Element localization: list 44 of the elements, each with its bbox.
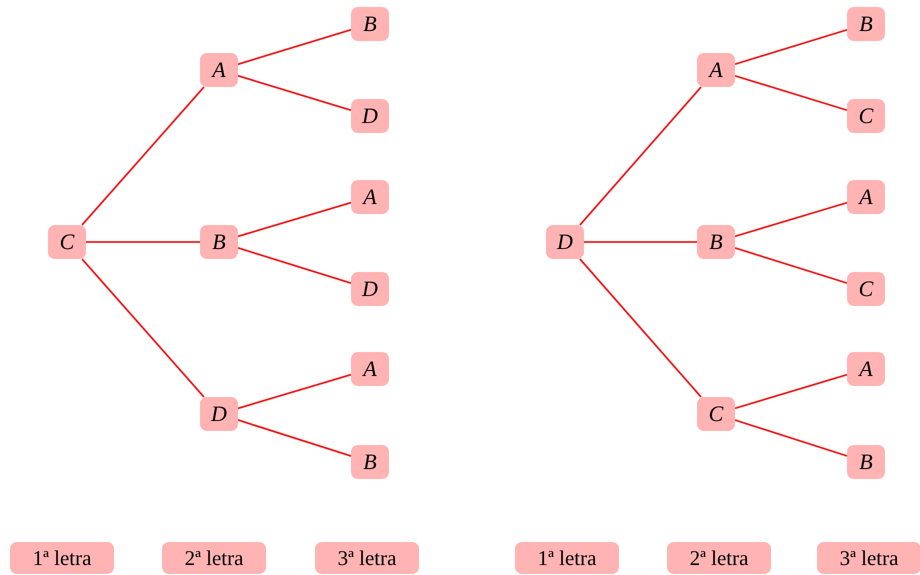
letter-node: B (200, 225, 238, 259)
letter-node: C (48, 225, 86, 259)
connector-line (238, 374, 352, 410)
letter-node: B (697, 225, 735, 259)
letter-node: A (351, 352, 389, 386)
letter-node: C (847, 99, 885, 133)
connector-line (81, 86, 205, 226)
level-label: 3ª letra (315, 542, 419, 574)
level-label: 1ª letra (515, 542, 619, 574)
letter-node: B (351, 7, 389, 41)
letter-node: A (847, 352, 885, 386)
connector-line (86, 241, 200, 243)
letter-node: D (351, 99, 389, 133)
letter-node: D (546, 225, 584, 259)
letter-node: A (200, 53, 238, 87)
connector-line (734, 247, 848, 284)
letter-node: B (847, 445, 885, 479)
letter-node: B (847, 7, 885, 41)
letter-node: C (847, 272, 885, 306)
letter-node: A (697, 53, 735, 87)
letter-node: B (351, 445, 389, 479)
connector-line (238, 202, 352, 238)
letter-node: C (697, 397, 735, 431)
letter-node: D (200, 397, 238, 431)
connector-line (238, 419, 352, 457)
connector-line (734, 74, 848, 112)
connector-line (579, 86, 702, 226)
level-label: 2ª letra (667, 542, 771, 574)
letter-node: A (847, 180, 885, 214)
letter-node: A (351, 180, 389, 214)
connector-line (734, 374, 848, 410)
connector-line (734, 28, 848, 66)
letter-node: D (351, 272, 389, 306)
connector-line (238, 28, 352, 66)
connector-line (238, 74, 352, 112)
connector-line (734, 202, 848, 238)
connector-line (238, 247, 352, 284)
level-label: 2ª letra (162, 542, 266, 574)
connector-line (734, 419, 848, 457)
level-label: 3ª letra (817, 542, 920, 574)
connector-line (584, 241, 697, 243)
connector-line (579, 258, 702, 398)
level-label: 1ª letra (10, 542, 114, 574)
connector-line (81, 258, 205, 398)
